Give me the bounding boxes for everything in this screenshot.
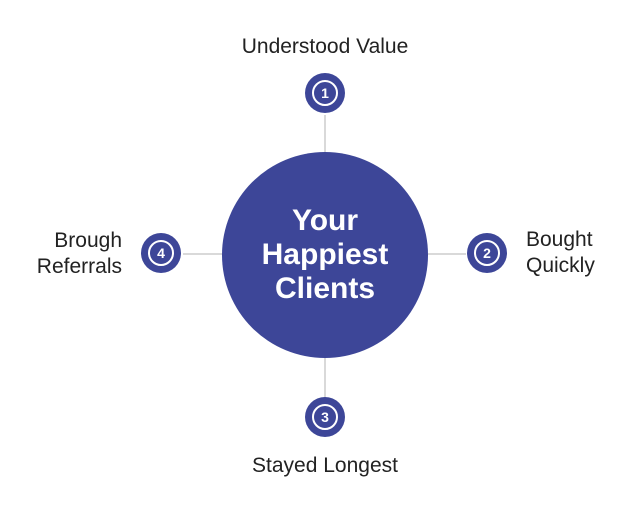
step-4-badge: 4 bbox=[141, 233, 181, 273]
step-1-label-line-1: Understood Value bbox=[241, 35, 409, 58]
step-3-badge: 3 bbox=[305, 397, 345, 437]
step-4-label-line-1: Brough bbox=[54, 229, 122, 252]
step-4-label-line-2: Referrals bbox=[36, 255, 122, 278]
step-1-number: 1 bbox=[312, 80, 338, 106]
step-3-label-line-1: Stayed Longest bbox=[252, 454, 398, 477]
step-3-label: Stayed Longest bbox=[215, 453, 435, 479]
step-2-badge: 2 bbox=[467, 233, 507, 273]
step-1-badge: 1 bbox=[305, 73, 345, 113]
step-4-number: 4 bbox=[148, 240, 174, 266]
center-line-1: Your bbox=[291, 204, 359, 237]
step-4-label: Brough Referrals bbox=[10, 228, 122, 280]
center-line-2: Happiest bbox=[261, 238, 389, 271]
step-2-label-line-1: Bought bbox=[526, 228, 593, 251]
step-1-label: Understood Value bbox=[215, 34, 435, 60]
center-line-3: Clients bbox=[274, 272, 376, 305]
center-circle: Your Happiest Clients bbox=[222, 152, 428, 358]
step-2-label-line-2: Quickly bbox=[526, 254, 595, 277]
step-3-number: 3 bbox=[312, 404, 338, 430]
step-2-number: 2 bbox=[474, 240, 500, 266]
step-2-label: Bought Quickly bbox=[526, 227, 595, 279]
